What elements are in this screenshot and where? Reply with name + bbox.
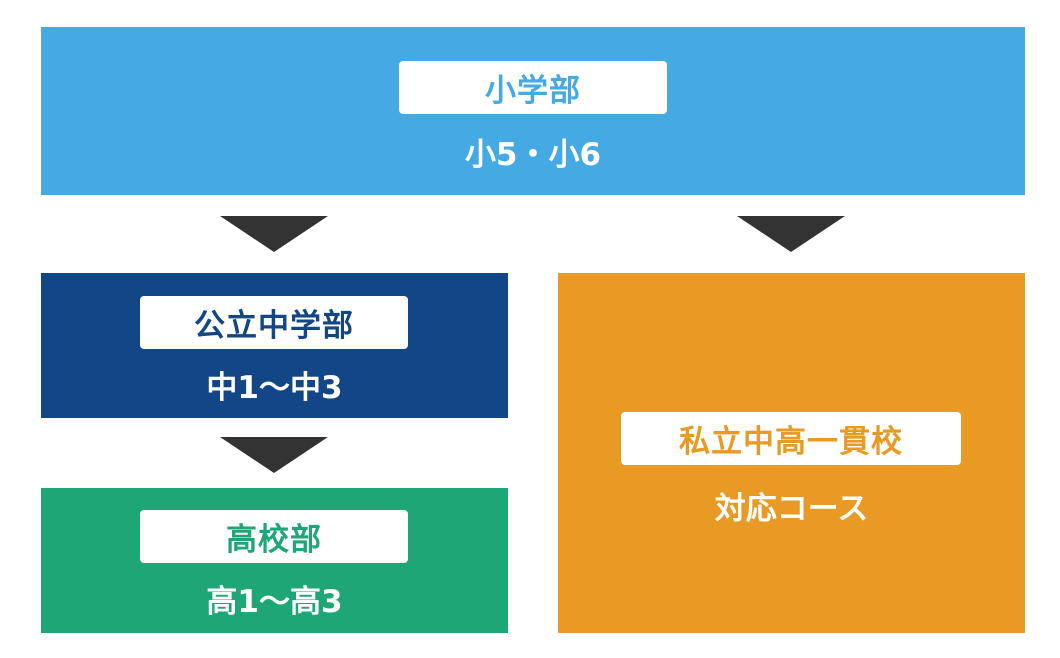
- elementary-grades: 小5・小6: [464, 137, 602, 173]
- private-integrated-block: 私立中高一貫校 対応コース: [558, 273, 1025, 633]
- arrow-down-middle: [220, 437, 328, 473]
- high-school-title: 高校部: [140, 510, 408, 563]
- private-integrated-title: 私立中高一貫校: [621, 412, 961, 465]
- high-school-block: 高校部 高1〜高3: [41, 488, 508, 633]
- arrow-down-left: [220, 216, 328, 252]
- elementary-title: 小学部: [399, 61, 667, 114]
- arrow-down-right: [737, 216, 845, 252]
- private-integrated-subtitle: 対応コース: [714, 491, 869, 527]
- public-junior-title: 公立中学部: [140, 296, 408, 349]
- public-junior-block: 公立中学部 中1〜中3: [41, 273, 508, 418]
- high-school-grades: 高1〜高3: [206, 584, 343, 620]
- elementary-block: 小学部 小5・小6: [41, 27, 1025, 195]
- public-junior-grades: 中1〜中3: [206, 370, 343, 406]
